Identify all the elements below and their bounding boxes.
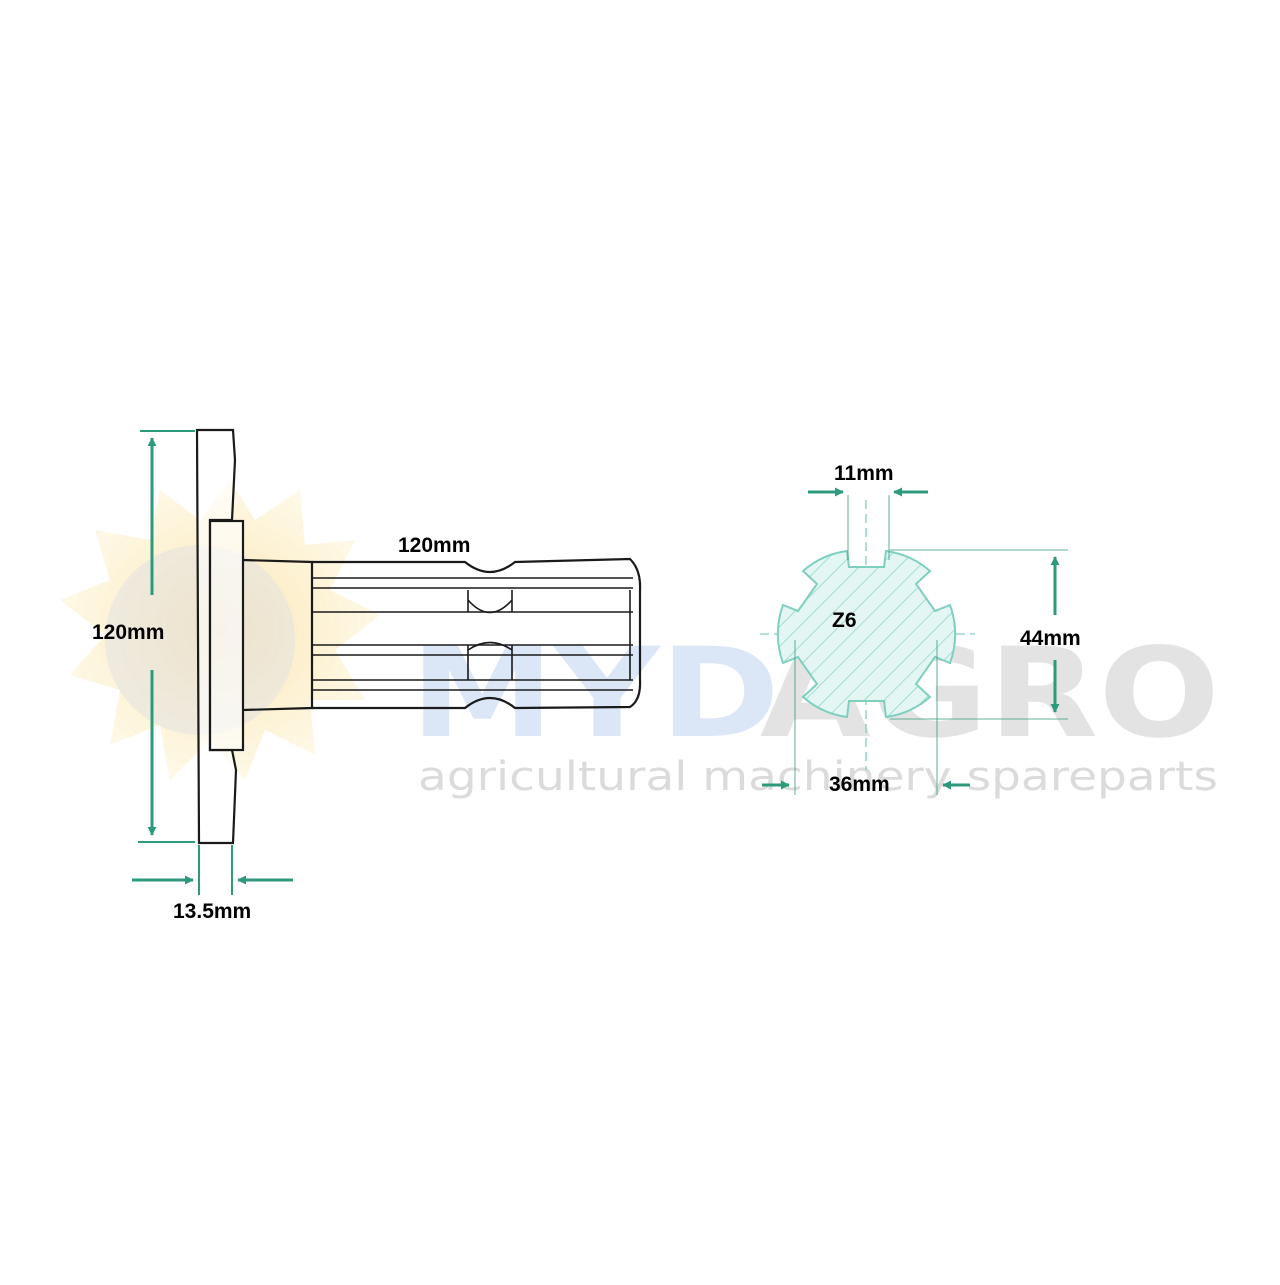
shaft-body: [312, 557, 642, 710]
shaft-groove: [467, 590, 513, 680]
spline-cross-section: [776, 549, 957, 719]
flange-thickness-label: 13.5mm: [173, 900, 251, 923]
side-view: [195, 428, 642, 845]
watermark-tagline: agricultural machinery spareparts: [418, 754, 1218, 800]
spline-width-label: 11mm: [834, 462, 894, 485]
section-dimensions: [762, 487, 1068, 795]
watermark-brand-prefix: MYD: [410, 622, 780, 766]
flange-hub: [208, 519, 245, 752]
inner-diameter-label: 36mm: [829, 773, 890, 796]
spline-count-label: Z6: [832, 609, 857, 632]
outer-diameter-label: 44mm: [1020, 627, 1081, 650]
flange-height-label: 120mm: [92, 621, 164, 644]
shaft-collar: [242, 558, 314, 712]
section-view: [760, 500, 975, 770]
side-dimensions: [132, 430, 293, 895]
shaft-length-label: 120mm: [398, 534, 470, 557]
